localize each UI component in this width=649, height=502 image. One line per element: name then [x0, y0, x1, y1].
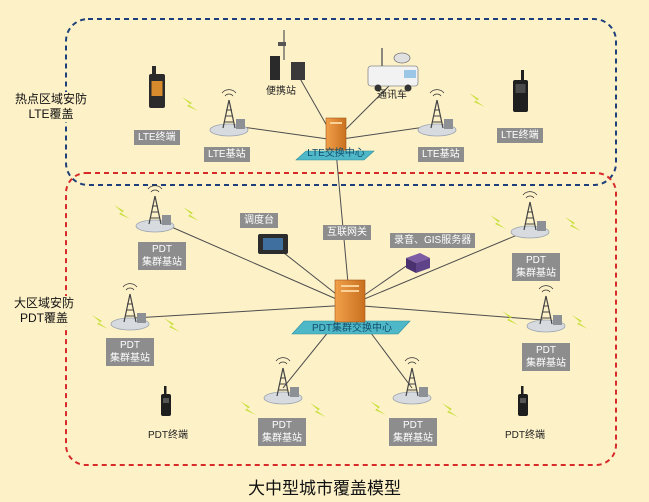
- portable-station-label: 便携站: [266, 86, 296, 97]
- pdt-base-station-label: PDT 集群基站: [138, 242, 186, 270]
- pdt-terminal-left-icon: [161, 386, 171, 416]
- comm-vehicle-label: 通讯车: [377, 90, 407, 101]
- lte-terminal-right-icon: [513, 70, 528, 112]
- lightning-icon: [310, 403, 326, 417]
- diagram-title: 大中型城市覆盖模型: [248, 479, 401, 498]
- lte-base-station-right-icon: [417, 89, 457, 137]
- recording-gis-server-icon: [406, 253, 430, 273]
- pdt-base-station-icon: [263, 357, 303, 405]
- lightning-icon: [114, 205, 130, 219]
- pdt-base-station-icon: [392, 357, 432, 405]
- pdt-base-station-icon: [510, 191, 550, 239]
- lte-links: [234, 74, 433, 306]
- lightning-icon: [240, 401, 256, 415]
- pdt-base-station-label: PDT 集群基站: [258, 418, 306, 446]
- lightning-icon: [442, 403, 458, 417]
- lte-base-station-left-label: LTE基站: [204, 147, 250, 162]
- lte-switch-center-label: LTE交换中心: [307, 148, 365, 159]
- pdt-base-station-label: PDT 集群基站: [106, 338, 154, 366]
- pdt-terminal-right-icon: [518, 386, 528, 416]
- lte-terminal-right-label: LTE终端: [497, 128, 543, 143]
- pdt-switch-center-icon: [291, 279, 411, 335]
- comm-vehicle-icon: [367, 48, 419, 92]
- pdt-base-station-icon: [135, 185, 175, 233]
- pdt-base-station-label: PDT 集群基站: [512, 253, 560, 281]
- lte-switch-center-icon: [295, 117, 375, 161]
- lightning-icon: [182, 97, 198, 111]
- pdt-region-label-line1: 大区域安防: [13, 296, 74, 310]
- lightning-icon: [92, 315, 108, 329]
- lightning-icon: [572, 315, 588, 329]
- pdt-region-label-line2: PDT覆盖: [19, 311, 68, 325]
- lightning-icon: [469, 93, 485, 107]
- recording-gis-server-label: 录音、GIS服务器: [390, 233, 476, 248]
- portable-station-icon: [270, 30, 305, 80]
- lightning-icon: [490, 215, 506, 229]
- pdt-base-station-icon: [110, 283, 150, 331]
- pdt-terminal-right-label: PDT终端: [505, 430, 545, 441]
- pdt-terminal-left-label: PDT终端: [148, 430, 188, 441]
- lte-terminal-left-label: LTE终端: [134, 130, 180, 145]
- dispatch-console-label: 调度台: [240, 213, 278, 228]
- lightning-icon: [565, 217, 581, 231]
- pdt-region-label: 大区域安防 PDT覆盖: [8, 296, 80, 326]
- lte-terminal-left-icon: [149, 66, 165, 108]
- pdt-region-border: [65, 172, 617, 466]
- lte-base-station-right-label: LTE基站: [418, 147, 464, 162]
- lte-region-label: 热点区域安防 LTE覆盖: [8, 92, 94, 122]
- pdt-switch-center-label: PDT集群交换中心: [312, 323, 392, 334]
- pdt-links: [133, 221, 544, 389]
- pdt-base-station-label: PDT 集群基站: [389, 418, 437, 446]
- pdt-base-station-icon: [526, 285, 566, 333]
- internet-gateway-label: 互联网关: [323, 225, 371, 240]
- lightning-icon: [183, 207, 199, 221]
- lte-region-label-line2: LTE覆盖: [28, 107, 74, 121]
- lightning-icon: [370, 401, 386, 415]
- lightning-icon: [164, 318, 180, 332]
- dispatch-console-icon: [258, 234, 288, 254]
- lte-region-label-line1: 热点区域安防: [14, 92, 87, 106]
- lte-base-station-left-icon: [209, 89, 249, 137]
- pdt-base-station-label: PDT 集群基站: [522, 343, 570, 371]
